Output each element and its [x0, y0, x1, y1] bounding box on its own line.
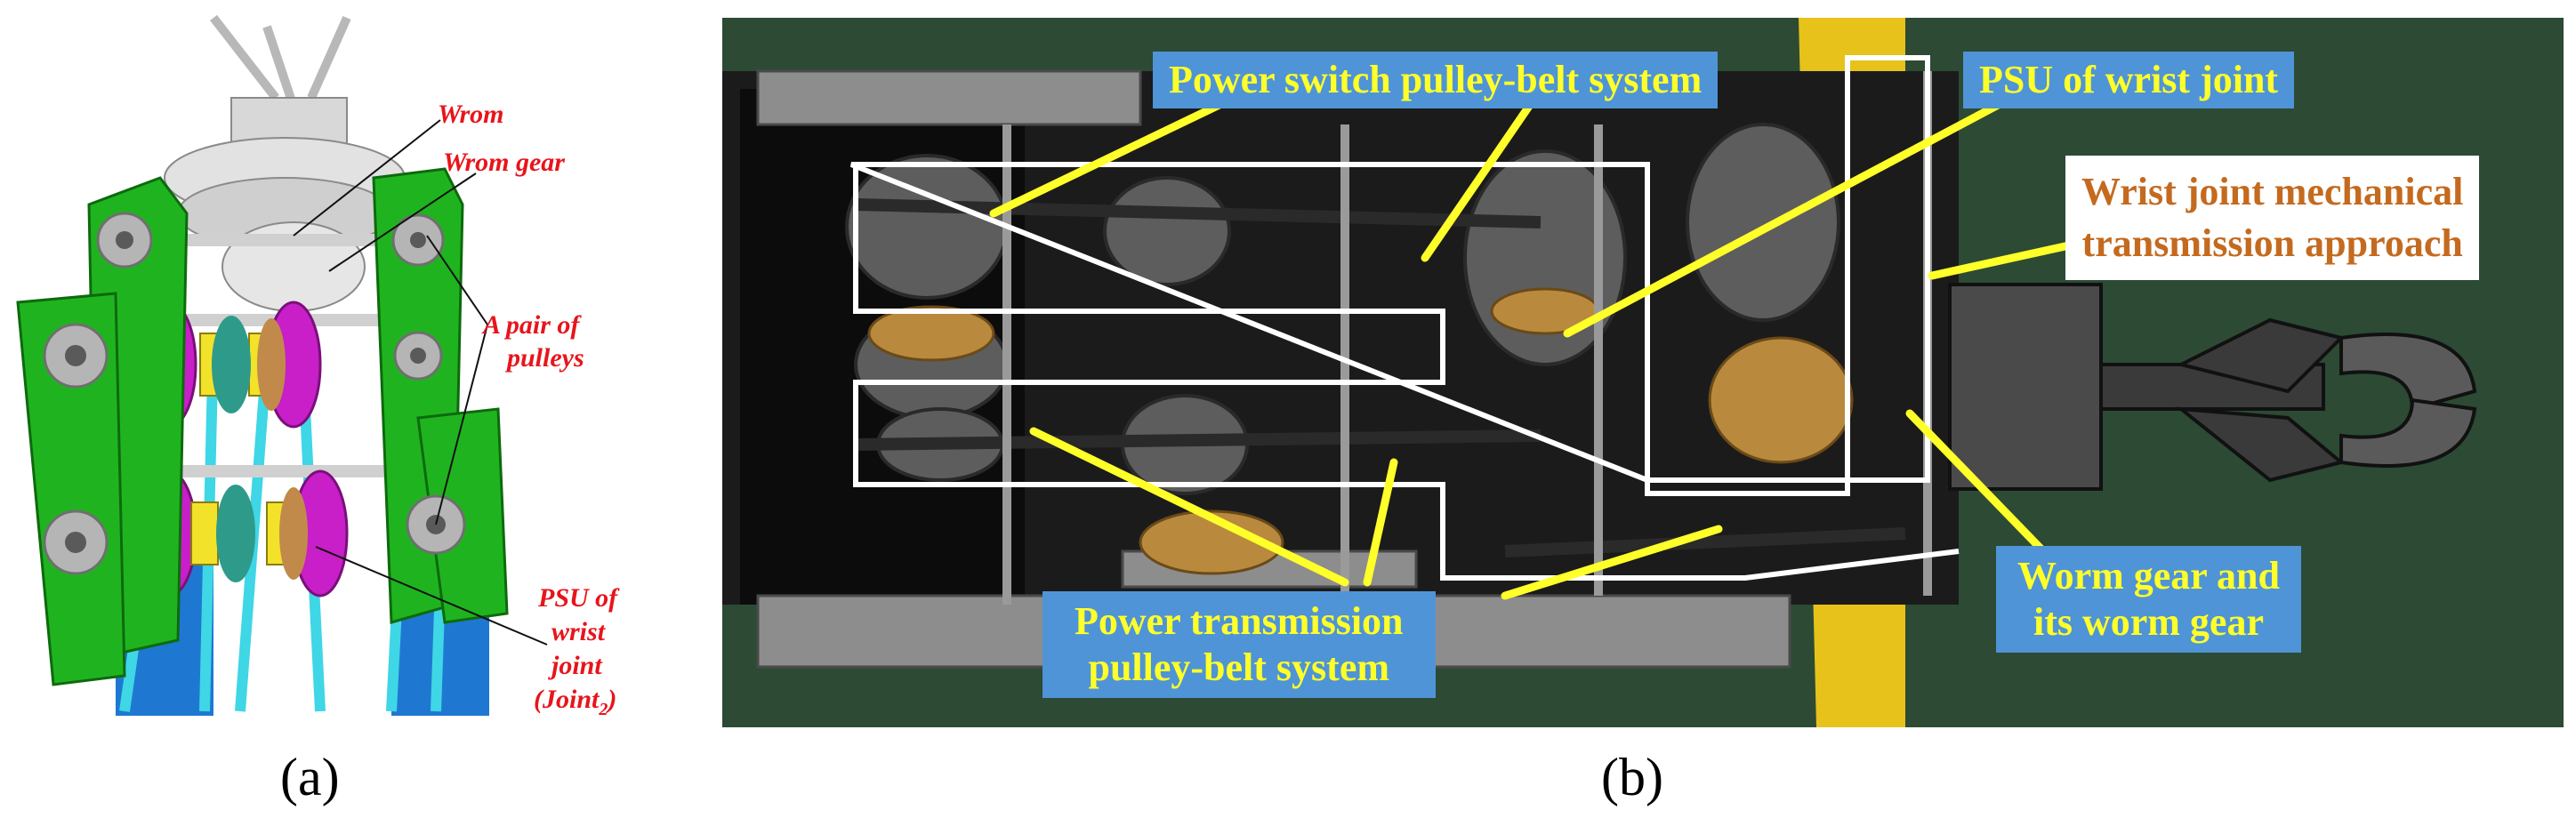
label-pulleys-1: A pair of	[481, 310, 582, 340]
mechanism-photo-panel: Power switch pulley-belt system PSU of w…	[722, 18, 2564, 727]
pulley-stacks	[845, 123, 1840, 495]
label-psu-2: wrist	[551, 617, 607, 646]
label-wrist-mechanical-line2: transmission approach	[2081, 221, 2463, 265]
caption-b: (b)	[1601, 748, 1663, 806]
label-psu-4-sub: 2	[598, 700, 608, 719]
caption-a: (a)	[280, 748, 340, 806]
label-psu-3: joint	[548, 651, 603, 680]
label-psu-1: PSU of	[537, 583, 620, 613]
white-outlines	[849, 55, 1960, 581]
top-rods	[210, 14, 351, 108]
teal-cylinders	[212, 316, 255, 582]
label-wrom-gear: Wrom gear	[443, 148, 565, 177]
gripper	[1948, 283, 2477, 491]
motor-housing	[164, 97, 406, 312]
belts	[855, 198, 1906, 557]
label-pulleys-2: pulleys	[504, 343, 584, 373]
label-wrom: Wrom	[438, 100, 503, 129]
bronze-rings	[257, 318, 308, 580]
leader-lines	[293, 119, 548, 646]
cad-rendering-panel: Wrom Wrom gear A pair of pulleys PSU of …	[16, 14, 620, 719]
label-wrist-mechanical-transmission: Wrist joint mechanical transmission appr…	[2065, 156, 2480, 280]
label-power-transmission-pulley-belt: Power transmission pulley-belt system	[1042, 591, 1436, 698]
label-psu-4-close: )	[605, 685, 616, 714]
label-psu-wrist-joint: PSU of wrist joint	[1963, 52, 2295, 108]
label-worm-gear-line1: Worm gear and	[2017, 554, 2280, 597]
label-worm-gear-line2: its worm gear	[2033, 600, 2264, 644]
green-plates	[16, 167, 509, 686]
bronze-gears	[867, 287, 1854, 575]
label-power-transmission-line1: Power transmission	[1075, 599, 1404, 643]
label-power-transmission-line2: pulley-belt system	[1088, 646, 1390, 689]
label-psu-4-main: (Joint	[534, 685, 600, 714]
label-psu-4: (Joint2)	[534, 685, 616, 719]
label-power-switch-pulley-belt: Power switch pulley-belt system	[1153, 52, 1719, 108]
label-worm-gear: Worm gear and its worm gear	[1996, 546, 2301, 653]
label-wrist-mechanical-line1: Wrist joint mechanical	[2081, 170, 2464, 213]
